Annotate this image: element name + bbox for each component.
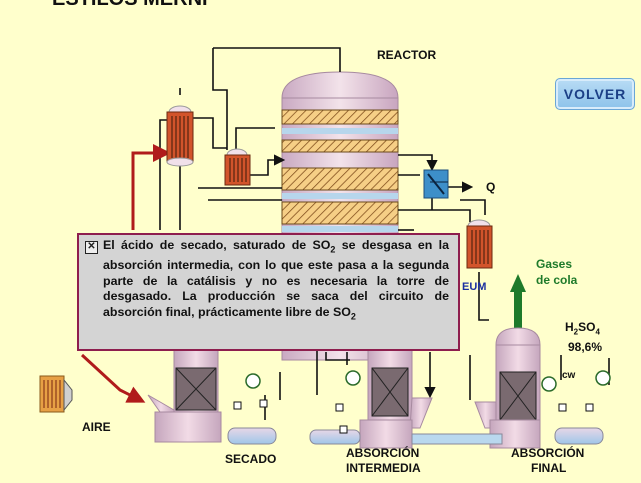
popup-text-part2: se desgasa en la absorción intermedia, c… [103, 238, 449, 319]
product-concentration: 98,6% [568, 340, 603, 354]
page-title-fragment: ESTILOS MERNI [0, 0, 260, 8]
gases-label-line1: Gases [536, 257, 573, 271]
aire-label: AIRE [82, 420, 111, 434]
q-label: Q [486, 180, 496, 194]
popup-text: El ácido de secado, saturado de SO2 se d… [103, 238, 449, 325]
process-lines [159, 47, 610, 420]
absorcion-intermedia-label-2: INTERMEDIA [346, 461, 421, 475]
absorcion-final-label-1: ABSORCIÓN [511, 446, 585, 460]
oleum-label: EUM [462, 281, 487, 293]
volver-button[interactable]: VOLVER [555, 78, 635, 110]
reactor-label: REACTOR [377, 48, 437, 62]
popup-sub-2: 2 [350, 311, 356, 322]
drying-tower [147, 347, 222, 443]
air-filter-icon [39, 375, 73, 413]
heat-exchanger-q [423, 169, 449, 199]
page-title: ESTILOS MERNI [52, 0, 208, 8]
absorcion-intermedia-label-1: ABSORCIÓN [346, 446, 420, 460]
secado-label: SECADO [225, 452, 277, 466]
temperature-indicator-icon [245, 370, 611, 392]
close-icon[interactable]: ✕ [85, 241, 98, 254]
product-formula: H2SO4 [565, 320, 600, 337]
absorcion-final-label-2: FINAL [531, 461, 567, 475]
heat-exchanger-3 [466, 219, 493, 269]
gases-label-line2: de cola [536, 273, 578, 287]
valve-markers [233, 399, 594, 434]
heat-exchanger-1 [166, 105, 194, 167]
popup-sub-1: 2 [330, 244, 336, 255]
info-popup: ✕ El ácido de secado, saturado de SO2 se… [77, 233, 460, 351]
tail-gas-arrow [510, 274, 526, 335]
cw-label: cw [562, 370, 576, 381]
final-absorption-tower [474, 327, 541, 449]
intermediate-absorption-tower [359, 349, 433, 449]
heat-exchanger-2 [224, 148, 251, 186]
air-flow-lines [80, 144, 171, 403]
popup-text-part1: El ácido de secado, saturado de SO [103, 238, 331, 252]
acid-circuit-pipe [227, 427, 604, 445]
